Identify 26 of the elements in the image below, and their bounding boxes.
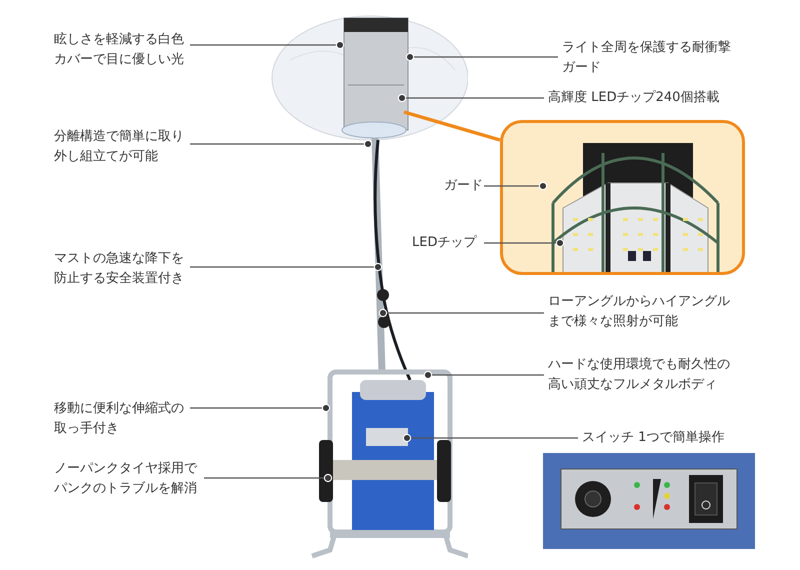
callout-text: ライト全周を保護する耐衝撃ガード bbox=[562, 38, 742, 78]
callout-text: 高輝度 LEDチップ240個搭載 bbox=[548, 88, 748, 108]
callout-text: 分離構造で簡単に取り外し組立てが可能 bbox=[54, 127, 190, 167]
leader-line bbox=[484, 182, 548, 190]
leader-line bbox=[398, 94, 544, 102]
zoom-inset bbox=[500, 120, 745, 275]
leader-line bbox=[406, 52, 558, 62]
leader-line bbox=[190, 140, 372, 148]
callout-text: ガード bbox=[444, 176, 484, 196]
callout-text: LEDチップ bbox=[412, 233, 484, 253]
callout-text: ローアングルからハイアングルまで様々な照射が可能 bbox=[548, 292, 736, 332]
callout-text: ノーパンクタイヤ採用でパンクのトラブルを解消 bbox=[54, 459, 204, 499]
callout-text: 眩しさを軽減する白色カバーで目に優しい光 bbox=[54, 30, 190, 70]
leader-line bbox=[190, 262, 382, 272]
callout-text: ハードな使用環境でも耐久性の高い頑丈なフルメタルボディ bbox=[548, 355, 738, 395]
leader-line bbox=[424, 370, 544, 380]
zoom-connector bbox=[404, 110, 500, 142]
callout-text: スイッチ 1つで簡単操作 bbox=[582, 428, 762, 448]
callout-text: 移動に便利な伸縮式の取っ手付き bbox=[54, 399, 190, 439]
leader-line bbox=[204, 474, 332, 482]
callout-text: マストの急速な降下を防止する安全装置付き bbox=[54, 249, 190, 289]
leader-line bbox=[190, 40, 344, 50]
leader-line bbox=[190, 404, 330, 412]
leader-line bbox=[378, 308, 544, 318]
leader-line bbox=[484, 238, 564, 248]
leader-line bbox=[402, 434, 578, 442]
